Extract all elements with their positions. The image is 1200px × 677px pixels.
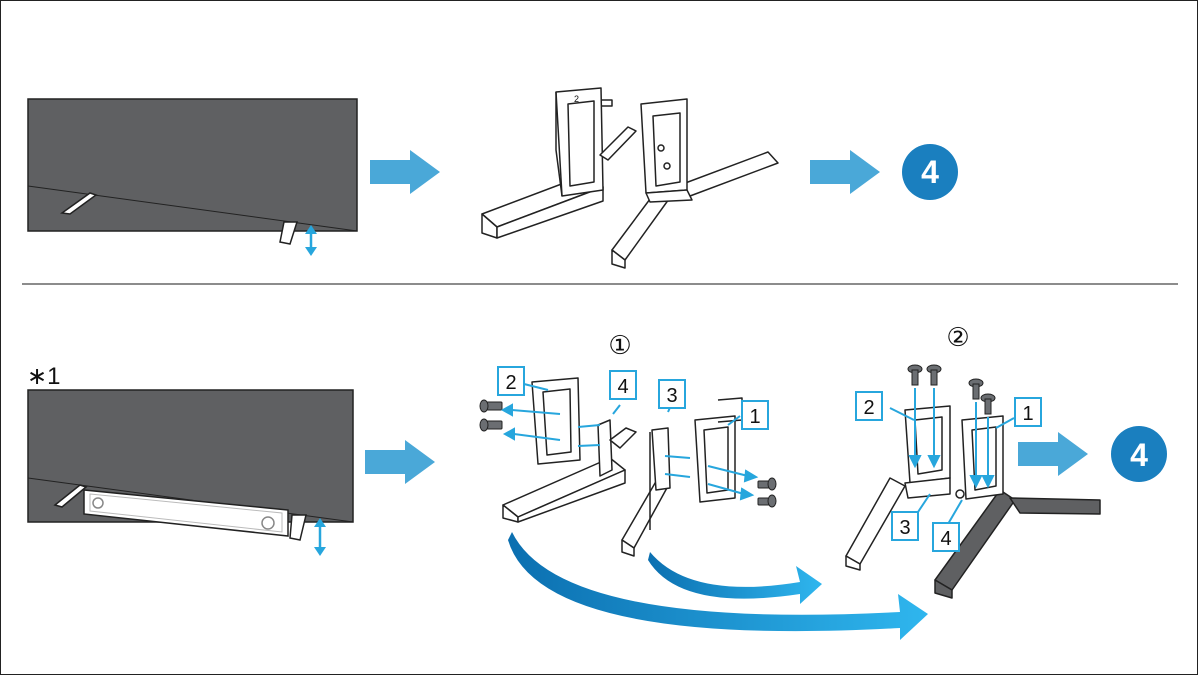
screws-step-1	[479, 399, 777, 508]
screw-icon	[907, 364, 923, 386]
callout-label: 1	[749, 406, 760, 428]
step-1-marker: ①	[608, 330, 631, 360]
tv-left-foot	[53, 484, 88, 508]
step-2-callouts: 2 1 3 4	[855, 391, 1042, 552]
height-adjust-arrow-icon	[305, 225, 317, 256]
screw-icon	[479, 418, 503, 432]
callout-box	[1014, 397, 1042, 427]
screw-icon	[757, 494, 777, 508]
height-adjust-arrow-icon	[314, 518, 326, 556]
bracket-marking-label: 2	[574, 94, 579, 104]
callout-box	[891, 511, 919, 541]
step-1-callouts: 2 4 3 1	[497, 366, 769, 430]
arrow-right-icon	[810, 150, 880, 194]
bottom-step-group: ∗1 ①	[27, 322, 1167, 640]
screw-icon	[479, 399, 503, 413]
curved-arrow-short-icon	[648, 552, 822, 604]
callout-label: 1	[1022, 403, 1033, 425]
screw-icon	[926, 364, 942, 386]
arrow-right-icon	[370, 150, 440, 194]
tv-right-foot	[289, 514, 307, 541]
step-4-badge-label: 4	[921, 154, 939, 190]
screws-step-2	[907, 364, 996, 415]
callout-box	[855, 391, 883, 421]
callout-box	[497, 366, 525, 396]
rear-bracket	[904, 405, 951, 484]
step-1-exploded-stands	[502, 377, 743, 557]
callout-label: 4	[617, 376, 628, 398]
footnote-marker: ∗1	[27, 363, 60, 390]
insertion-arrows-step-2	[889, 388, 1015, 525]
tv-side-view-top	[27, 98, 358, 256]
callout-label: 4	[940, 528, 951, 550]
tv-panel	[27, 98, 358, 232]
callout-label: 2	[505, 372, 516, 394]
step-4-badge-label: 4	[1130, 437, 1148, 473]
top-step-group: 2 4	[27, 87, 958, 269]
callout-box	[658, 379, 686, 409]
tv-side-view-bottom	[27, 389, 354, 556]
callout-label: 3	[899, 517, 910, 539]
step-2-marker: ②	[946, 322, 969, 352]
step-4-badge: 4	[1111, 426, 1167, 482]
arrow-right-icon	[1018, 432, 1088, 476]
screw-icon	[757, 477, 777, 491]
callout-label: 2	[863, 397, 874, 419]
callout-box	[932, 522, 960, 552]
step-4-badge: 4	[902, 144, 958, 200]
callout-box	[741, 400, 769, 430]
tv-left-foot	[60, 192, 98, 215]
screw-icon	[980, 393, 996, 415]
stand-pair-top	[481, 87, 779, 269]
screw-icon	[968, 378, 984, 400]
step-2-assembled-stands	[845, 405, 1101, 599]
callout-label: 3	[666, 385, 677, 407]
tv-right-foot	[279, 221, 299, 245]
tv-bottom-edge	[27, 185, 358, 232]
callout-box	[609, 370, 637, 400]
soundbar	[83, 489, 289, 537]
curved-arrow-long-icon	[508, 532, 928, 640]
left-stand-bracket	[555, 87, 604, 197]
arrow-right-icon	[365, 440, 435, 484]
